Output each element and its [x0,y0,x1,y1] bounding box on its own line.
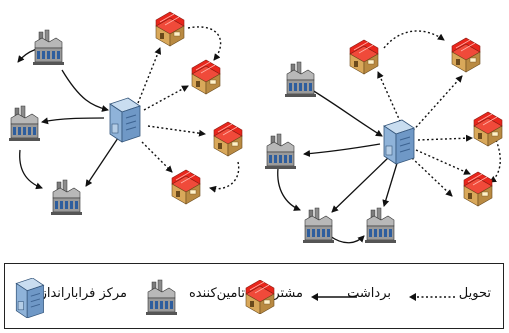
supplier-icon [32,29,65,66]
legend-hub-label: مرکز فرابارانداز [40,286,127,301]
supplier-icon [302,207,335,244]
right-network [264,30,503,244]
customer-icon [191,59,221,95]
delivery-arrow [489,139,501,183]
delivery-arrow [411,157,453,197]
delivery-arrow [377,71,405,131]
pickup-arrow [303,143,381,158]
legend-pickup-arrow [311,293,357,301]
supplier-icon [50,179,83,216]
customer-icon [213,121,243,157]
pickup-arrow [19,149,43,190]
delivery-arrow [415,149,471,175]
delivery-arrow [187,26,222,61]
delivery-arrow [383,30,445,49]
delivery-arrow [141,141,173,173]
pickup-arrow [277,167,301,211]
hub-icon [383,119,415,165]
customer-icon [451,37,481,73]
customer-icon [473,111,503,147]
supplier-icon [264,133,297,170]
pickup-arrow [331,155,391,213]
supplier-icon [8,105,41,142]
network-diagram [8,11,503,244]
delivery-arrow [209,161,240,193]
legend-delivery-label: تحویل [458,286,491,301]
supplier-icon [284,61,317,98]
left-network [8,11,243,216]
legend: تحویل برداشت مشتری تامین‌کننده مرکز فراب… [4,263,504,329]
delivery-arrow [137,47,162,104]
customer-icon [171,169,201,205]
delivery-arrow [409,75,463,135]
pickup-arrow [61,69,109,112]
delivery-arrow [417,134,473,142]
legend-hub-icon [15,278,45,318]
pickup-arrow [85,137,119,187]
legend-delivery-arrow [409,293,455,301]
pickup-arrow [41,117,105,125]
pickup-arrow [329,235,365,244]
legend-supplier-label: تامین‌کننده [188,286,245,301]
legend-pickup-label: برداشت [347,286,391,301]
delivery-arrow [147,125,206,137]
customer-icon [155,11,185,47]
pickup-arrow [382,159,399,207]
customer-icon [463,171,493,207]
hub-icon [109,97,141,143]
supplier-icon [364,207,397,244]
delivery-arrow [143,85,189,111]
customer-icon [349,39,379,75]
legend-customer-icon [245,280,275,314]
legend-supplier-icon [145,279,177,315]
